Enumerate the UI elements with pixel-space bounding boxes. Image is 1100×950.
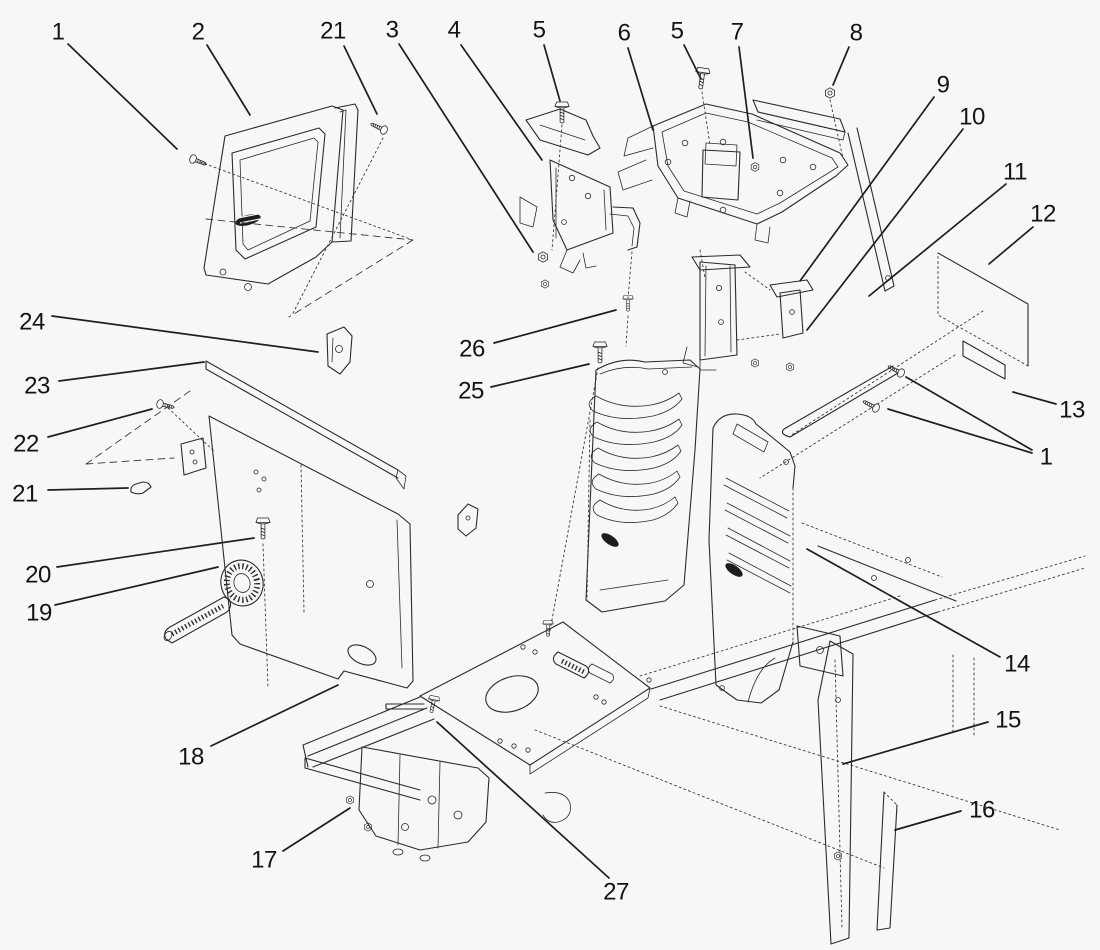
leader-line-12 (988, 226, 1034, 265)
callout-1-right: 1 (1040, 444, 1053, 471)
leader-line-24 (51, 315, 319, 353)
battery-tray-assembly (617, 66, 895, 292)
leader-line-21-left (47, 487, 129, 491)
center-louvered-panel (548, 341, 701, 637)
ring-19 (163, 559, 264, 644)
callout-22: 22 (13, 431, 39, 458)
callout-1-top: 1 (52, 19, 65, 46)
callout-2: 2 (192, 19, 205, 46)
callout-7: 7 (731, 19, 744, 46)
right-louvered-panel (708, 413, 796, 704)
leader-line-4 (460, 44, 543, 161)
leader-line-23 (58, 361, 205, 382)
leader-line-27 (436, 721, 610, 879)
hinge-bracket-assembly (519, 101, 641, 347)
upper-rod-and-bolts (781, 361, 907, 438)
clip-21-icon (130, 481, 152, 495)
leader-line-5-left (543, 44, 561, 102)
leader-line-17 (282, 807, 351, 852)
callout-16: 16 (969, 797, 995, 824)
leader-line-19 (54, 566, 219, 606)
callout-24: 24 (19, 309, 45, 336)
callout-11: 11 (1003, 159, 1027, 186)
leader-line-14 (806, 548, 1001, 658)
leader-line-3 (398, 43, 534, 253)
callout-17: 17 (251, 847, 277, 874)
support-bracket-assembly (682, 254, 814, 372)
callout-26: 26 (459, 336, 485, 363)
callout-15: 15 (995, 707, 1021, 734)
callout-3: 3 (386, 17, 399, 44)
callout-19: 19 (26, 600, 52, 627)
mid-clip (457, 503, 479, 537)
leader-line-16 (894, 810, 962, 831)
leader-line-25 (490, 363, 590, 388)
leader-line-22 (47, 408, 153, 438)
callout-8: 8 (850, 20, 863, 47)
leader-line-13 (1012, 391, 1057, 405)
leader-line-21-top (343, 45, 378, 115)
leader-line-15 (842, 721, 989, 765)
leader-line-26 (493, 309, 617, 344)
callout-18: 18 (178, 744, 204, 771)
panel-18 (208, 415, 414, 689)
callout-12: 12 (1030, 201, 1056, 228)
callout-27: 27 (603, 879, 629, 906)
bracket-24 (326, 326, 353, 375)
grille-assembly (187, 103, 414, 318)
callout-5-left: 5 (533, 17, 546, 44)
callout-21-left: 21 (12, 481, 38, 508)
tall-panels (817, 640, 898, 945)
leader-line-5-right (683, 44, 702, 80)
decal-12-outline (937, 252, 1029, 367)
decal-13-outline (962, 340, 1006, 380)
callout-25: 25 (458, 378, 484, 405)
bumper-17 (304, 746, 571, 862)
panel-15 (817, 640, 854, 945)
frame-assembly (302, 522, 1086, 869)
leader-line-10 (806, 128, 964, 331)
leader-line-1-right-1 (887, 408, 1033, 454)
panel-16 (876, 791, 898, 931)
leader-line-9 (799, 96, 935, 282)
leader-line-11 (868, 183, 1007, 297)
callout-23: 23 (24, 373, 50, 400)
leader-line-6 (627, 47, 654, 131)
leader-line-1-top (67, 43, 178, 150)
callout-9: 9 (937, 72, 950, 99)
leader-line-18 (210, 684, 339, 747)
right-panel-spring-blob (725, 563, 743, 577)
callout-14: 14 (1004, 651, 1030, 678)
leader-line-7 (738, 46, 754, 159)
leader-line-1-right (905, 376, 1033, 451)
leader-line-2 (206, 44, 251, 116)
callout-6: 6 (618, 20, 631, 47)
callout-10: 10 (959, 104, 985, 131)
callout-5-right: 5 (671, 18, 684, 45)
callout-13: 13 (1059, 397, 1085, 424)
callout-4: 4 (448, 17, 461, 44)
callout-21-top: 21 (320, 18, 346, 45)
center-panel-spring-blob (601, 533, 619, 547)
left-panel-assembly (85, 326, 479, 689)
leader-line-8 (832, 46, 850, 86)
callout-20: 20 (25, 562, 51, 589)
leader-line-20 (56, 537, 255, 568)
